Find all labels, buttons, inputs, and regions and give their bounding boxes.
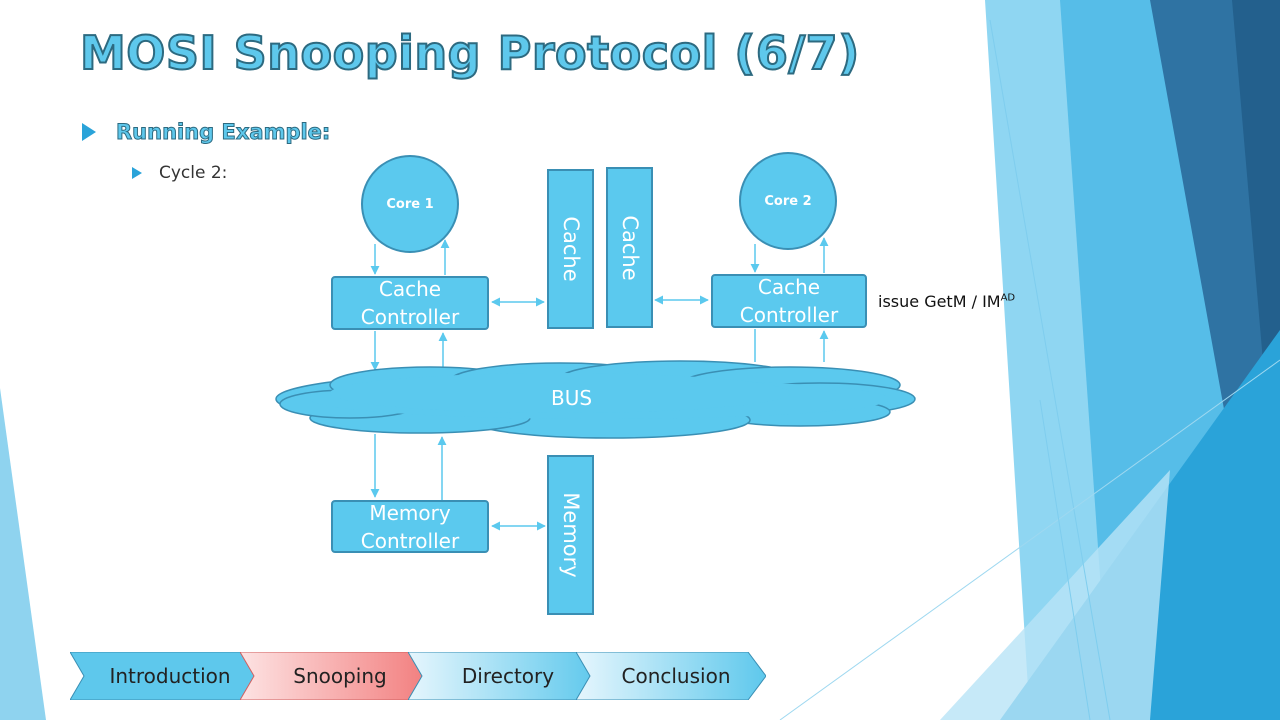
memory: Memory: [547, 455, 594, 615]
nav-tab-label: Introduction: [109, 664, 231, 688]
cache-controller-1-label: Cache Controller: [360, 277, 460, 329]
bottom-right-light-panel: [940, 470, 1170, 720]
cache-controller-2: Cache Controller: [711, 274, 867, 328]
core-1-label: Core 1: [386, 196, 434, 212]
bullet-level2-text: Cycle 2:: [159, 163, 228, 183]
cache-2-label: Cache: [617, 214, 642, 281]
nav-tab-label: Directory: [461, 664, 555, 688]
bullet-cycle: Cycle 2:: [132, 163, 227, 183]
transition-annotation: issue GetM / IMAD: [878, 292, 1015, 311]
cache-1-label: Cache: [558, 216, 583, 282]
bullet-running-example: Running Example:: [82, 120, 331, 145]
bullet-level1-text: Running Example:: [115, 120, 331, 145]
memory-controller-label: Memory Controller: [360, 500, 460, 553]
nav-tab-conclusion[interactable]: Conclusion: [576, 652, 766, 700]
core-2-label: Core 2: [764, 193, 812, 209]
bus-label: BUS: [551, 386, 593, 410]
nav-tab-label: Snooping: [293, 664, 387, 688]
annotation-text: issue GetM / IM: [878, 292, 1001, 311]
cache-2: Cache: [606, 167, 653, 328]
annotation-superscript: AD: [1000, 292, 1016, 304]
chevron-shape: [408, 652, 598, 700]
nav-tab-label: Conclusion: [621, 664, 731, 688]
nav-tab-snooping[interactable]: Snooping: [240, 652, 430, 700]
cache-controller-1: Cache Controller: [331, 276, 489, 330]
bullet-arrow-icon: [82, 123, 96, 141]
core-2: Core 2: [739, 152, 837, 250]
cache-1: Cache: [547, 169, 594, 329]
chevron-shape: [70, 652, 260, 700]
slide-title: MOSI Snooping Protocol (6/7): [79, 25, 860, 81]
chevron-shape: [240, 652, 430, 700]
sub-bullet-arrow-icon: [132, 167, 142, 179]
thin-line-2: [779, 359, 1280, 720]
nav-tab-directory[interactable]: Directory: [408, 652, 598, 700]
memory-label: Memory: [558, 492, 583, 578]
nav-tab-introduction[interactable]: Introduction: [70, 652, 260, 700]
cache-controller-2-label: Cache Controller: [739, 275, 839, 327]
thin-line-1: [989, 19, 1111, 720]
chevron-shape: [576, 652, 766, 700]
thin-line-3: [1039, 399, 1091, 720]
core-1: Core 1: [361, 155, 459, 253]
memory-controller: Memory Controller: [331, 500, 489, 553]
left-accent-shape: [0, 388, 46, 720]
bus-cloud-fill-2: [330, 373, 790, 413]
